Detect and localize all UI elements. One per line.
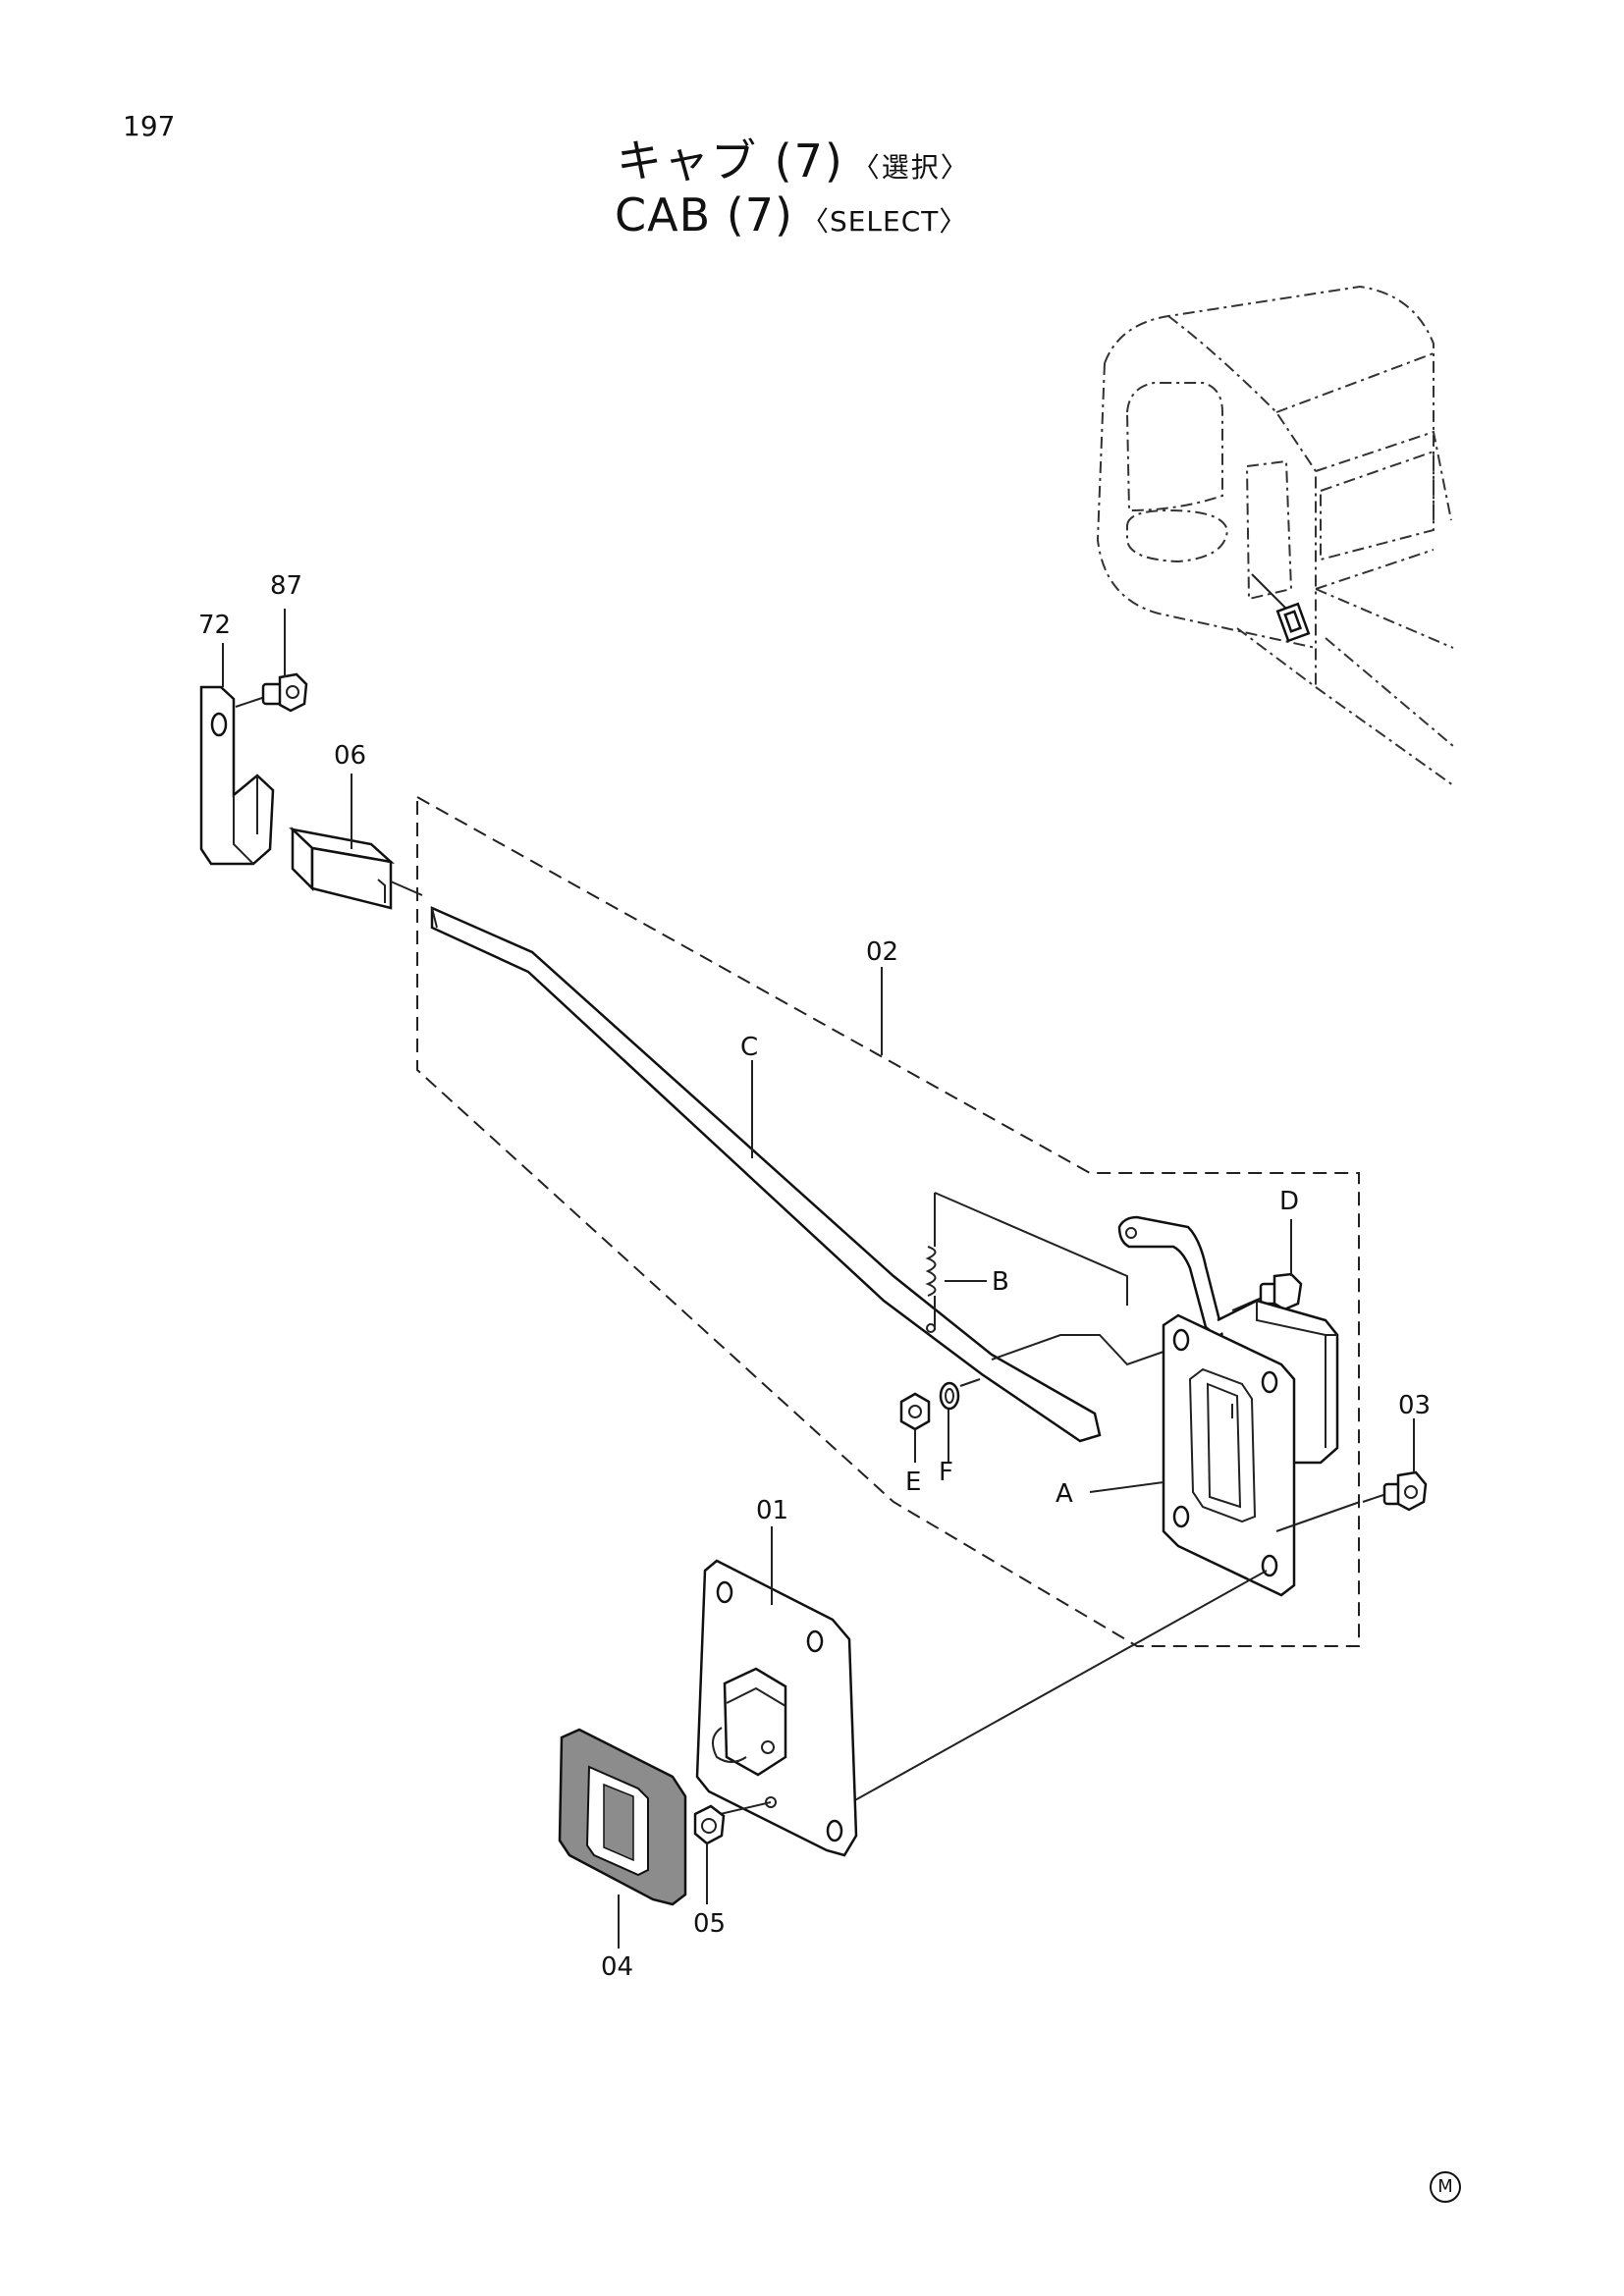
bolt-03: [1362, 1470, 1428, 1512]
plate-01: [695, 1559, 858, 1857]
rod-C: [430, 906, 1102, 1443]
callout-D: D: [1279, 1187, 1299, 1216]
title-en-main: CAB (7): [615, 188, 793, 241]
nut-05: [693, 1804, 726, 1845]
callout-04: 04: [601, 1952, 633, 1982]
callout-E: E: [905, 1468, 921, 1497]
callout-F: F: [939, 1458, 953, 1487]
assembly-02-boundary: [416, 795, 1360, 1647]
callout-02: 02: [866, 937, 898, 967]
cover-04: [558, 1728, 687, 1906]
callout-C: C: [740, 1033, 758, 1062]
callout-A: A: [1056, 1479, 1073, 1509]
footer-mark-symbol: M: [1430, 2171, 1461, 2203]
callout-06: 06: [334, 741, 366, 771]
spring-B: [925, 1192, 1128, 1330]
page-title-english: CAB (7)〈SELECT〉: [615, 188, 967, 241]
cover-06: [289, 827, 423, 910]
washer-F: [939, 1381, 960, 1411]
callout-B: B: [992, 1267, 1009, 1297]
title-en-sub: 〈SELECT〉: [800, 205, 968, 238]
callout-05: 05: [693, 1909, 726, 1939]
page-number: 197: [123, 110, 176, 142]
page-title-japanese: キャブ (7)〈選択〉: [617, 126, 970, 190]
switch-A: [1162, 1299, 1339, 1597]
bolt-87: [235, 672, 308, 713]
nut-E: [899, 1392, 931, 1431]
title-jp-main: キャブ (7): [617, 134, 844, 187]
bolt-D: [1231, 1272, 1303, 1311]
callout-01: 01: [756, 1496, 788, 1525]
callout-72: 72: [198, 611, 231, 640]
callout-87: 87: [270, 571, 302, 601]
callout-03: 03: [1398, 1391, 1431, 1420]
link-rod-to-switch: [991, 1334, 1184, 1366]
link-plate: [1117, 1215, 1229, 1339]
title-jp-sub: 〈選択〉: [851, 151, 970, 184]
bracket-72: [199, 685, 275, 866]
cab-overview-illustration: [1096, 285, 1454, 786]
